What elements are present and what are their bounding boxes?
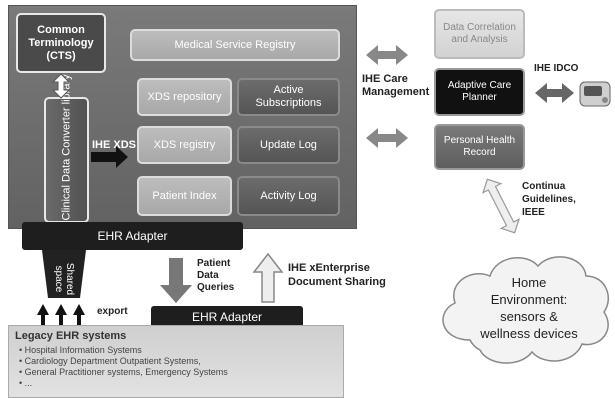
continua-label: Continua Guidelines, IEEE <box>522 181 576 218</box>
legacy-item: • Hospital Information Systems <box>19 345 142 355</box>
ehr-adapter-top: EHR Adapter <box>22 222 243 250</box>
activity-log-label: Activity Log <box>260 189 317 202</box>
legacy-item: • ... <box>19 378 33 388</box>
xds-repository-box: XDS repository <box>137 78 232 116</box>
home-environment-label: Home Environment: sensors & wellness dev… <box>480 275 578 341</box>
ihe-xds-arrow <box>91 146 128 168</box>
personal-health-record-box: Personal Health Record <box>434 124 525 170</box>
patient-data-queries-label: Patient Data Queries <box>197 258 235 293</box>
continua-arrow <box>481 178 521 234</box>
legacy-title: Legacy EHR systems <box>15 330 127 342</box>
ehr-adapter-bottom-label: EHR Adapter <box>191 310 263 324</box>
activity-log-box: Activity Log <box>237 176 340 216</box>
personal-health-record-label: Personal Health Record <box>443 135 516 158</box>
data-correlation-box: Data Correlation and Analysis <box>434 9 525 59</box>
data-correlation-label: Data Correlation and Analysis <box>443 22 516 45</box>
shared-space-label-wrap: Shared space <box>44 250 84 298</box>
update-log-box: Update Log <box>237 126 340 164</box>
xenterprise-arrow <box>252 252 284 303</box>
patient-index-box: Patient Index <box>137 176 232 216</box>
adaptive-care-planner-label: Adaptive Care Planner <box>447 80 512 103</box>
ihe-xenterprise-label: IHE xEnterprise Document Sharing <box>288 262 386 288</box>
patient-queries-arrow <box>160 258 192 303</box>
legacy-item: • General Practitioner systems, Emergenc… <box>19 367 228 377</box>
home-environment-label-wrap: Home Environment: sensors & wellness dev… <box>462 268 596 348</box>
care-mgmt-arrow-top <box>366 45 408 65</box>
care-mgmt-arrow-bottom <box>366 128 408 148</box>
ihe-xds-label: IHE XDS <box>92 139 137 151</box>
ihe-care-management-label: IHE Care Management <box>362 73 430 98</box>
idco-arrow <box>535 83 574 103</box>
shared-space-label: Shared space <box>53 262 75 296</box>
common-terminology-box: Common Terminology (CTS) <box>16 13 106 73</box>
xds-registry-box: XDS registry <box>137 126 232 164</box>
common-terminology-label: Common Terminology (CTS) <box>28 23 94 62</box>
xds-repository-label: XDS repository <box>147 90 222 103</box>
ehr-adapter-top-label: EHR Adapter <box>97 229 168 243</box>
medical-device-icon <box>579 81 611 107</box>
cts-double-arrow <box>51 73 71 99</box>
shared-space-funnel <box>42 250 86 298</box>
ehr-adapter-bottom: EHR Adapter <box>151 306 303 328</box>
export-arrows <box>37 304 85 325</box>
update-log-label: Update Log <box>260 138 317 151</box>
medical-service-registry-box: Medical Service Registry <box>130 29 340 61</box>
xds-registry-label: XDS registry <box>153 138 216 151</box>
adaptive-care-planner-box: Adaptive Care Planner <box>434 68 525 116</box>
active-subscriptions-box: Active Subscriptions <box>237 78 340 116</box>
active-subscriptions-label: Active Subscriptions <box>255 84 322 109</box>
legacy-ehr-box: Legacy EHR systems • Hospital Informatio… <box>8 325 344 398</box>
legacy-item: • Cardiology Department Outpatient Syste… <box>19 356 201 366</box>
home-cloud <box>442 256 609 364</box>
medical-service-registry-label: Medical Service Registry <box>174 38 296 51</box>
export-label: export <box>97 306 128 317</box>
ihe-idco-label: IHE IDCO <box>534 63 579 74</box>
patient-index-label: Patient Index <box>152 189 217 202</box>
clinical-converter-box: Clinical Data Converter library <box>44 74 89 223</box>
